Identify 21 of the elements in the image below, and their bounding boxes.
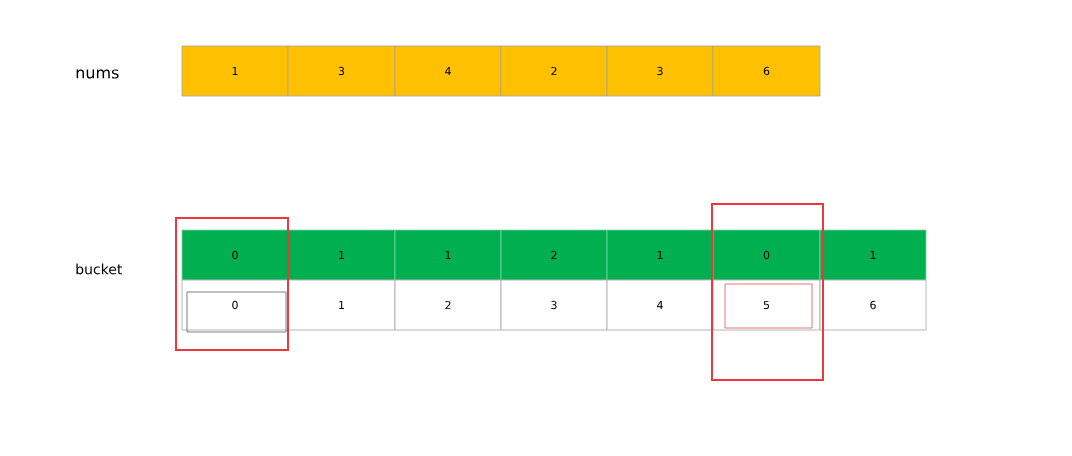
array-cell: 4 <box>394 45 502 97</box>
row-label: bucket <box>76 263 123 275</box>
array-cell: 0 <box>712 229 821 281</box>
array-cell: 1 <box>287 229 396 281</box>
array-cell: 3 <box>606 45 714 97</box>
array-cell: 1 <box>287 279 396 331</box>
array-cell: 2 <box>500 229 608 281</box>
array-cell: 0 <box>181 229 289 281</box>
array-cell: 1 <box>606 229 714 281</box>
array-cell: 1 <box>181 45 289 97</box>
array-cell: 6 <box>712 45 821 97</box>
array-cell: 3 <box>500 279 608 331</box>
array-cell: 1 <box>394 229 502 281</box>
array-cell: 3 <box>287 45 396 97</box>
array-cell: 4 <box>606 279 714 331</box>
row-label: nums <box>76 69 119 79</box>
array-cell: 0 <box>181 279 289 331</box>
array-cell: 6 <box>819 279 927 331</box>
array-cell: 2 <box>500 45 608 97</box>
array-cell: 1 <box>819 229 927 281</box>
array-cell: 2 <box>394 279 502 331</box>
